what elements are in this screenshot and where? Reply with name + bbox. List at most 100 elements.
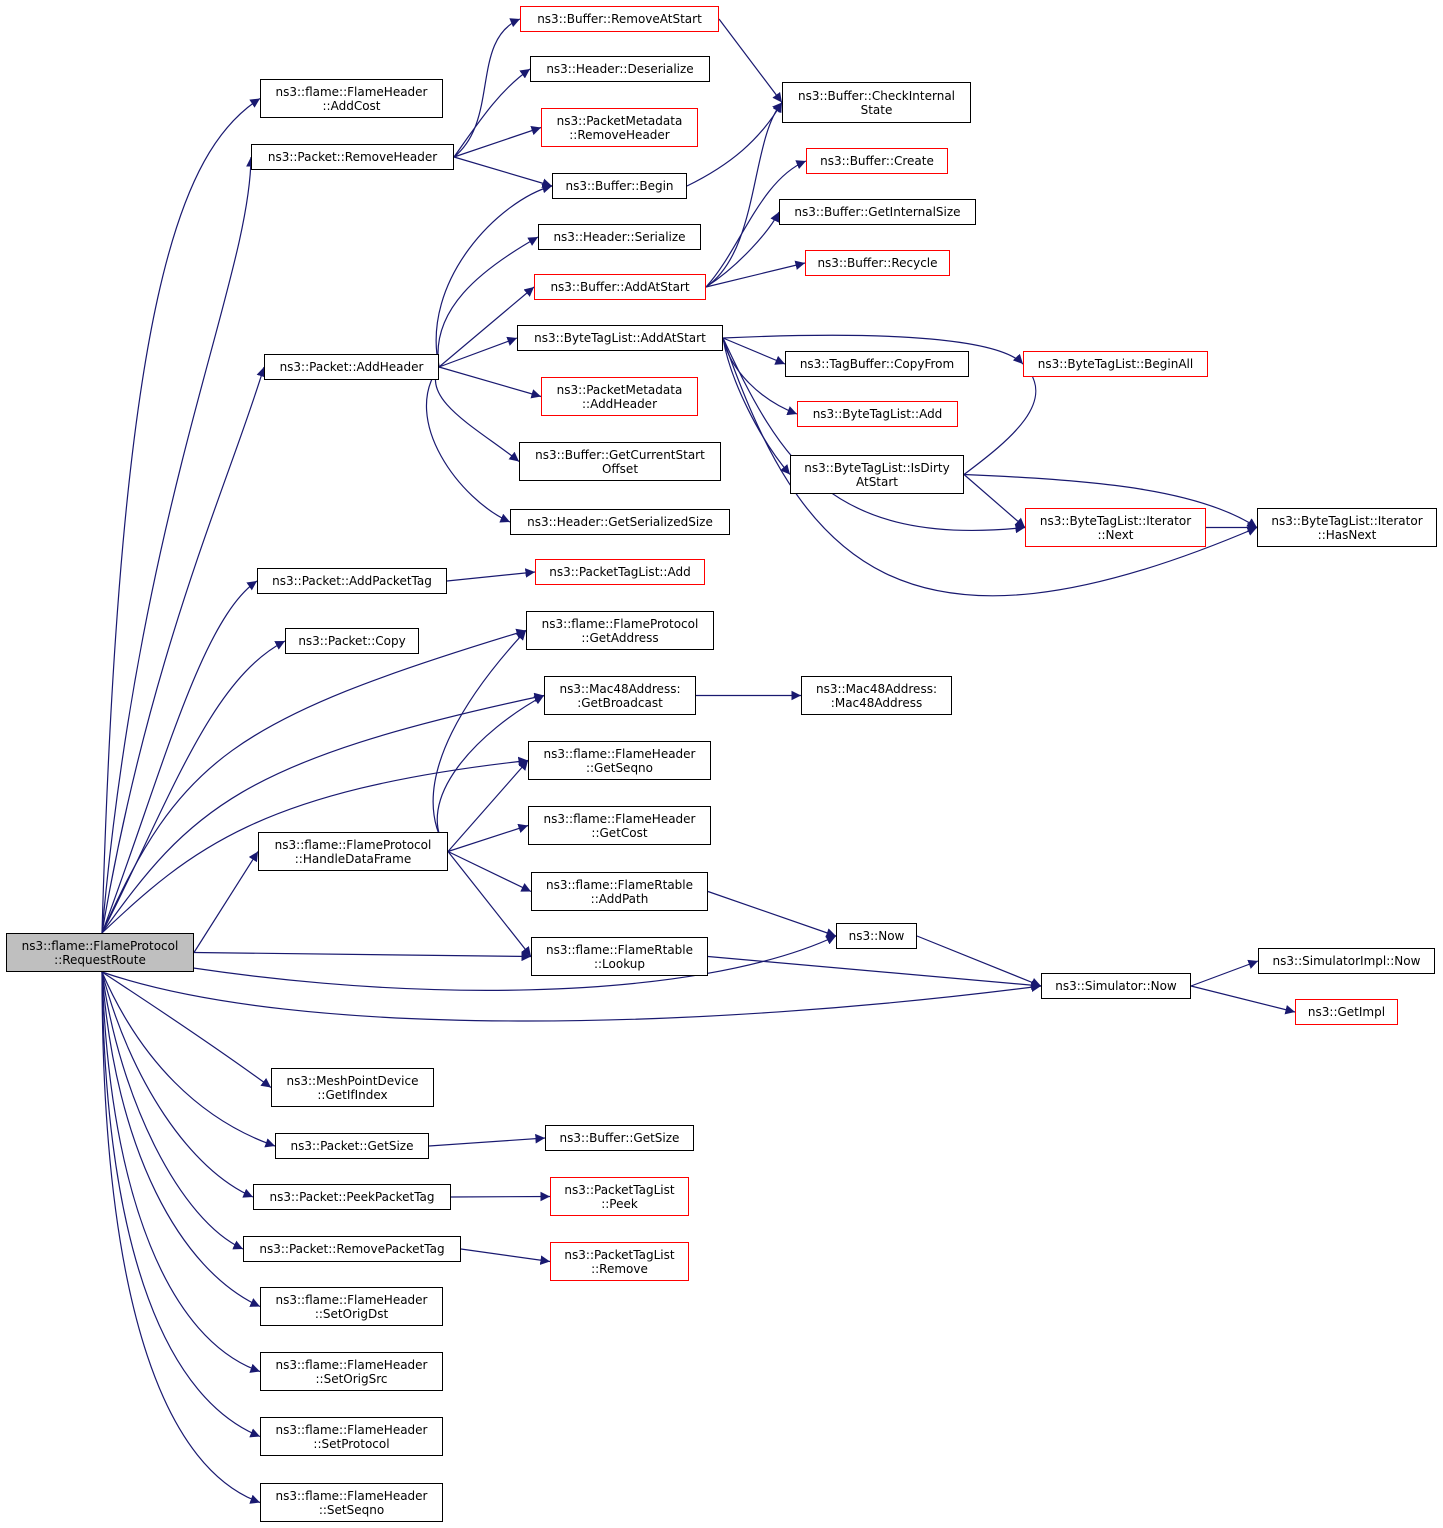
node-ns3-now[interactable]: ns3::Now [836,923,917,949]
edge-btl-addatstart-to-btl-iter-hasnext [722,337,1258,597]
edge-pkt-addheader-to-hdr-getserializedsize [426,366,511,523]
node-btl-iter-next[interactable]: ns3::ByteTagList::Iterator::Next [1025,508,1206,547]
edge-frt-lookup-to-sim-now [707,955,1042,990]
node-label-line: ::RemoveHeader [569,127,670,142]
node-sim-now[interactable]: ns3::Simulator::Now [1041,973,1191,999]
node-buf-create[interactable]: ns3::Buffer::Create [806,148,948,174]
node-ptl-add[interactable]: ns3::PacketTagList::Add [535,559,705,585]
edge-ns3-now-to-sim-now [916,935,1042,987]
node-label-line: ::RequestRoute [54,952,146,967]
node-btl-beginall[interactable]: ns3::ByteTagList::BeginAll [1023,351,1208,377]
node-pm-addheader[interactable]: ns3::PacketMetadata::AddHeader [541,377,698,416]
node-btl-addatstart[interactable]: ns3::ByteTagList::AddAtStart [517,325,723,351]
edge-pkt-addheader-to-buf-addatstart [438,286,535,368]
edge-buf-addatstart-to-buf-checkinternalstate [705,102,783,288]
node-pkt-addpackettag[interactable]: ns3::Packet::AddPacketTag [257,568,447,594]
node-fh-setorigdst[interactable]: ns3::flame::FlameHeader::SetOrigDst [260,1287,443,1326]
node-label-line: ns3::ByteTagList::Add [812,407,943,421]
edge-fp-handledataframe-to-frt-lookup [447,851,532,957]
edge-root-to-pkt-addheader [101,366,266,934]
node-buf-getinternalsize[interactable]: ns3::Buffer::GetInternalSize [779,199,976,225]
edge-pkt-getsize-to-buf-getsize [428,1133,546,1147]
node-fh-setprotocol[interactable]: ns3::flame::FlameHeader::SetProtocol [260,1417,443,1456]
node-tb-copyfrom[interactable]: ns3::TagBuffer::CopyFrom [785,351,969,377]
node-pkt-getsize[interactable]: ns3::Packet::GetSize [275,1133,429,1159]
edge-frt-addpath-to-ns3-now [707,890,837,938]
edge-root-to-fp-getaddress [101,628,527,934]
node-pkt-addheader[interactable]: ns3::Packet::AddHeader [264,354,439,380]
edge-pkt-addpackettag-to-ptl-add [446,568,536,582]
node-fp-getaddress[interactable]: ns3::flame::FlameProtocol::GetAddress [526,611,714,650]
node-fp-handledataframe[interactable]: ns3::flame::FlameProtocol::HandleDataFra… [258,832,448,871]
node-label-line: ns3::Header::Deserialize [546,62,694,76]
node-pkt-copy[interactable]: ns3::Packet::Copy [285,628,419,654]
node-label-line: ::AddCost [322,98,381,113]
node-label-line: ns3::Packet::AddPacketTag [272,574,432,588]
node-root[interactable]: ns3::flame::FlameProtocol::RequestRoute [6,933,194,972]
node-simimpl-now[interactable]: ns3::SimulatorImpl::Now [1258,948,1435,974]
node-label-line: ns3::ByteTagList::BeginAll [1037,357,1194,371]
node-buf-begin[interactable]: ns3::Buffer::Begin [552,173,687,199]
node-buf-recycle[interactable]: ns3::Buffer::Recycle [805,250,950,276]
node-pkt-peekpackettag[interactable]: ns3::Packet::PeekPacketTag [253,1184,451,1210]
edge-btl-isdirtyatstart-to-btl-beginall [963,363,1037,475]
node-label-line: ns3::Buffer::CheckInternal [797,88,956,103]
node-ns3-getimpl[interactable]: ns3::GetImpl [1295,999,1398,1025]
node-label-line: ns3::ByteTagList::IsDirty [804,460,950,475]
node-fh-setseqno[interactable]: ns3::flame::FlameHeader::SetSeqno [260,1483,443,1522]
node-label-line: ns3::PacketTagList::Add [549,565,691,579]
node-label-line: Offset [601,461,639,476]
node-mpd-getifindex[interactable]: ns3::MeshPointDevice::GetIfIndex [271,1068,434,1107]
node-hdr-deserialize[interactable]: ns3::Header::Deserialize [530,56,710,82]
node-ptl-remove[interactable]: ns3::PacketTagList::Remove [550,1242,689,1281]
node-ptl-peek[interactable]: ns3::PacketTagList::Peek [550,1177,689,1216]
node-pkt-removepackettag[interactable]: ns3::Packet::RemovePacketTag [243,1236,461,1262]
node-hdr-getserializedsize[interactable]: ns3::Header::GetSerializedSize [510,509,730,535]
node-label-line: ::AddPath [590,891,649,906]
node-fh-getcost[interactable]: ns3::flame::FlameHeader::GetCost [528,806,711,845]
node-label-line: ns3::MeshPointDevice [286,1073,419,1088]
node-frt-lookup[interactable]: ns3::flame::FlameRtable::Lookup [531,937,708,976]
node-label-line: AtStart [855,474,899,489]
node-frt-addpath[interactable]: ns3::flame::FlameRtable::AddPath [531,872,708,911]
node-label-line: ns3::Buffer::Begin [565,179,674,193]
node-buf-removeatstart[interactable]: ns3::Buffer::RemoveAtStart [520,6,719,32]
node-buf-getsize[interactable]: ns3::Buffer::GetSize [545,1125,694,1151]
node-fh-setorigsrc[interactable]: ns3::flame::FlameHeader::SetOrigSrc [260,1352,443,1391]
node-btl-add[interactable]: ns3::ByteTagList::Add [797,401,958,427]
node-fh-getseqno[interactable]: ns3::flame::FlameHeader::GetSeqno [528,741,711,780]
node-label-line: ns3::ByteTagList::AddAtStart [534,331,706,345]
node-label-line: ns3::Header::Serialize [553,230,686,244]
node-label-line: ns3::flame::FlameProtocol [541,616,699,631]
node-label-line: ns3::flame::FlameHeader [275,84,428,99]
node-label-line: ::SetProtocol [313,1436,390,1451]
node-pkt-removeheader[interactable]: ns3::Packet::RemoveHeader [251,144,454,170]
node-label-line: ns3::Packet::AddHeader [279,360,424,374]
node-label-line: ::GetCost [591,825,648,840]
node-mac-mac48address[interactable]: ns3::Mac48Address::Mac48Address [801,676,952,715]
edge-btl-isdirtyatstart-to-btl-iter-hasnext [963,473,1258,529]
node-mac-getbroadcast[interactable]: ns3::Mac48Address::GetBroadcast [544,676,696,715]
node-hdr-serialize[interactable]: ns3::Header::Serialize [538,224,701,250]
edge-btl-addatstart-to-btl-isdirtyatstart [722,337,791,475]
node-label-line: ::SetOrigSrc [315,1371,388,1386]
node-label-line: ns3::PacketMetadata [556,382,683,397]
edge-pkt-removeheader-to-buf-removeatstart [453,18,521,158]
node-pm-removeheader[interactable]: ns3::PacketMetadata::RemoveHeader [541,108,698,147]
node-label-line: ns3::flame::FlameHeader [275,1357,428,1372]
edge-btl-addatstart-to-tb-copyfrom [722,337,786,365]
node-btl-iter-hasnext[interactable]: ns3::ByteTagList::Iterator::HasNext [1257,508,1437,547]
node-buf-addatstart[interactable]: ns3::Buffer::AddAtStart [534,274,706,300]
edge-buf-removeatstart-to-buf-checkinternalstate [718,18,783,103]
node-label-line: ns3::GetImpl [1307,1005,1386,1019]
node-label-line: ::Peek [601,1196,638,1211]
node-label-line: ns3::Buffer::Recycle [817,256,938,270]
node-fh-addcost[interactable]: ns3::flame::FlameHeader::AddCost [260,79,443,118]
edge-root-to-sim-now [101,971,1042,1022]
node-label-line: ns3::Packet::Copy [298,634,406,648]
edge-pkt-peekpackettag-to-ptl-peek [450,1191,551,1202]
edge-fp-handledataframe-to-mac-getbroadcast [436,694,545,852]
